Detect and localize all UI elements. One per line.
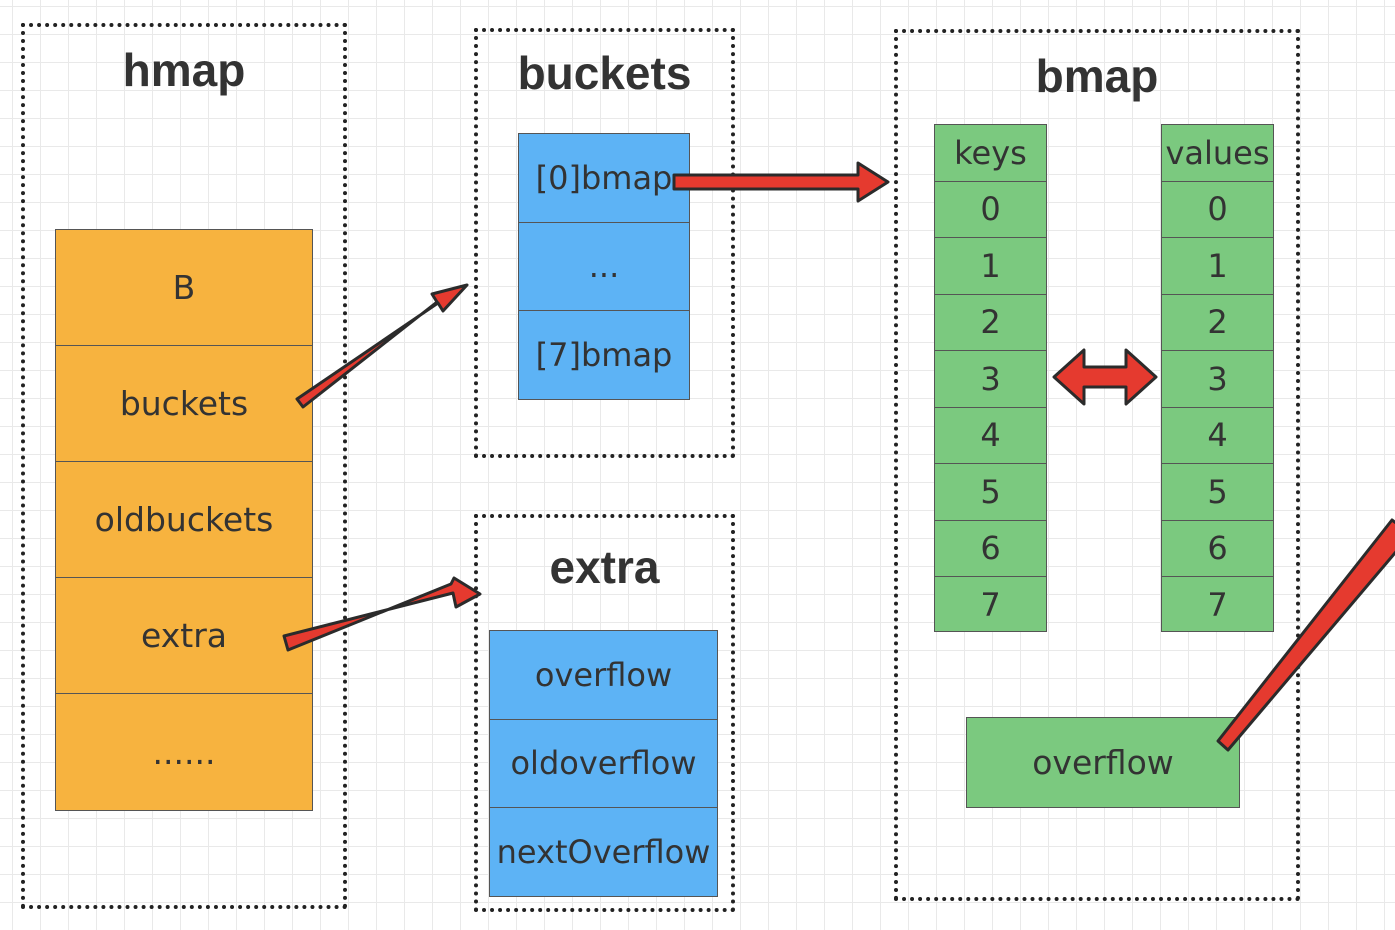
extra-container: extra xyxy=(474,514,735,912)
hmap-title: hmap xyxy=(122,44,246,96)
keys-header: keys xyxy=(935,125,1046,182)
value-slot: 4 xyxy=(1162,408,1273,464)
arrow-bucket0-to-bmap xyxy=(672,161,890,203)
bmap-keys: keys 0 1 2 3 4 5 6 7 xyxy=(934,124,1047,632)
key-slot: 3 xyxy=(935,351,1046,408)
hmap-field-b: B xyxy=(56,230,312,346)
bmap-overflow-field: overflow xyxy=(966,717,1240,808)
bmap-title: bmap xyxy=(1035,50,1159,102)
key-slot: 1 xyxy=(935,238,1046,295)
hmap-field-buckets: buckets xyxy=(56,346,312,462)
key-slot: 5 xyxy=(935,464,1046,521)
buckets-title: buckets xyxy=(517,47,692,99)
hmap-fields: B buckets oldbuckets extra ...... xyxy=(55,229,313,811)
bucket-7: [7]bmap xyxy=(535,336,673,375)
key-slot: 7 xyxy=(980,586,1001,625)
key-slot: 2 xyxy=(935,295,1046,351)
bmap-values: values 0 1 2 3 4 5 6 7 xyxy=(1161,124,1274,632)
bucket-0: [0]bmap xyxy=(519,134,689,223)
extra-title: extra xyxy=(549,541,660,593)
hmap-field-more: ...... xyxy=(152,732,216,772)
value-slot: 1 xyxy=(1162,238,1273,295)
hmap-container: hmap xyxy=(21,23,347,909)
arrow-hmap-extra-to-extra xyxy=(282,576,482,652)
arrow-hmap-buckets-to-buckets xyxy=(295,283,469,409)
buckets-array: [0]bmap ... [7]bmap xyxy=(518,133,690,400)
value-slot: 2 xyxy=(1162,295,1273,351)
buckets-container: buckets xyxy=(474,28,735,458)
hmap-field-oldbuckets: oldbuckets xyxy=(56,462,312,578)
double-arrow-keys-values xyxy=(1052,348,1158,406)
value-slot: 0 xyxy=(1162,182,1273,238)
bmap-container: bmap xyxy=(894,29,1300,901)
extra-field-nextoverflow: nextOverflow xyxy=(496,833,711,872)
value-slot: 7 xyxy=(1207,586,1228,625)
extra-fields: overflow oldoverflow nextOverflow xyxy=(489,630,718,897)
hmap-field-extra: extra xyxy=(56,578,312,694)
values-header: values xyxy=(1162,125,1273,182)
key-slot: 4 xyxy=(935,408,1046,464)
value-slot: 6 xyxy=(1162,521,1273,577)
value-slot: 3 xyxy=(1162,351,1273,408)
value-slot: 5 xyxy=(1162,464,1273,521)
extra-field-oldoverflow: oldoverflow xyxy=(490,720,717,808)
key-slot: 6 xyxy=(935,521,1046,577)
arrow-bmap-overflow-out xyxy=(1216,518,1395,752)
key-slot: 0 xyxy=(935,182,1046,238)
bucket-ellipsis: ... xyxy=(519,223,689,311)
extra-field-overflow: overflow xyxy=(490,631,717,720)
